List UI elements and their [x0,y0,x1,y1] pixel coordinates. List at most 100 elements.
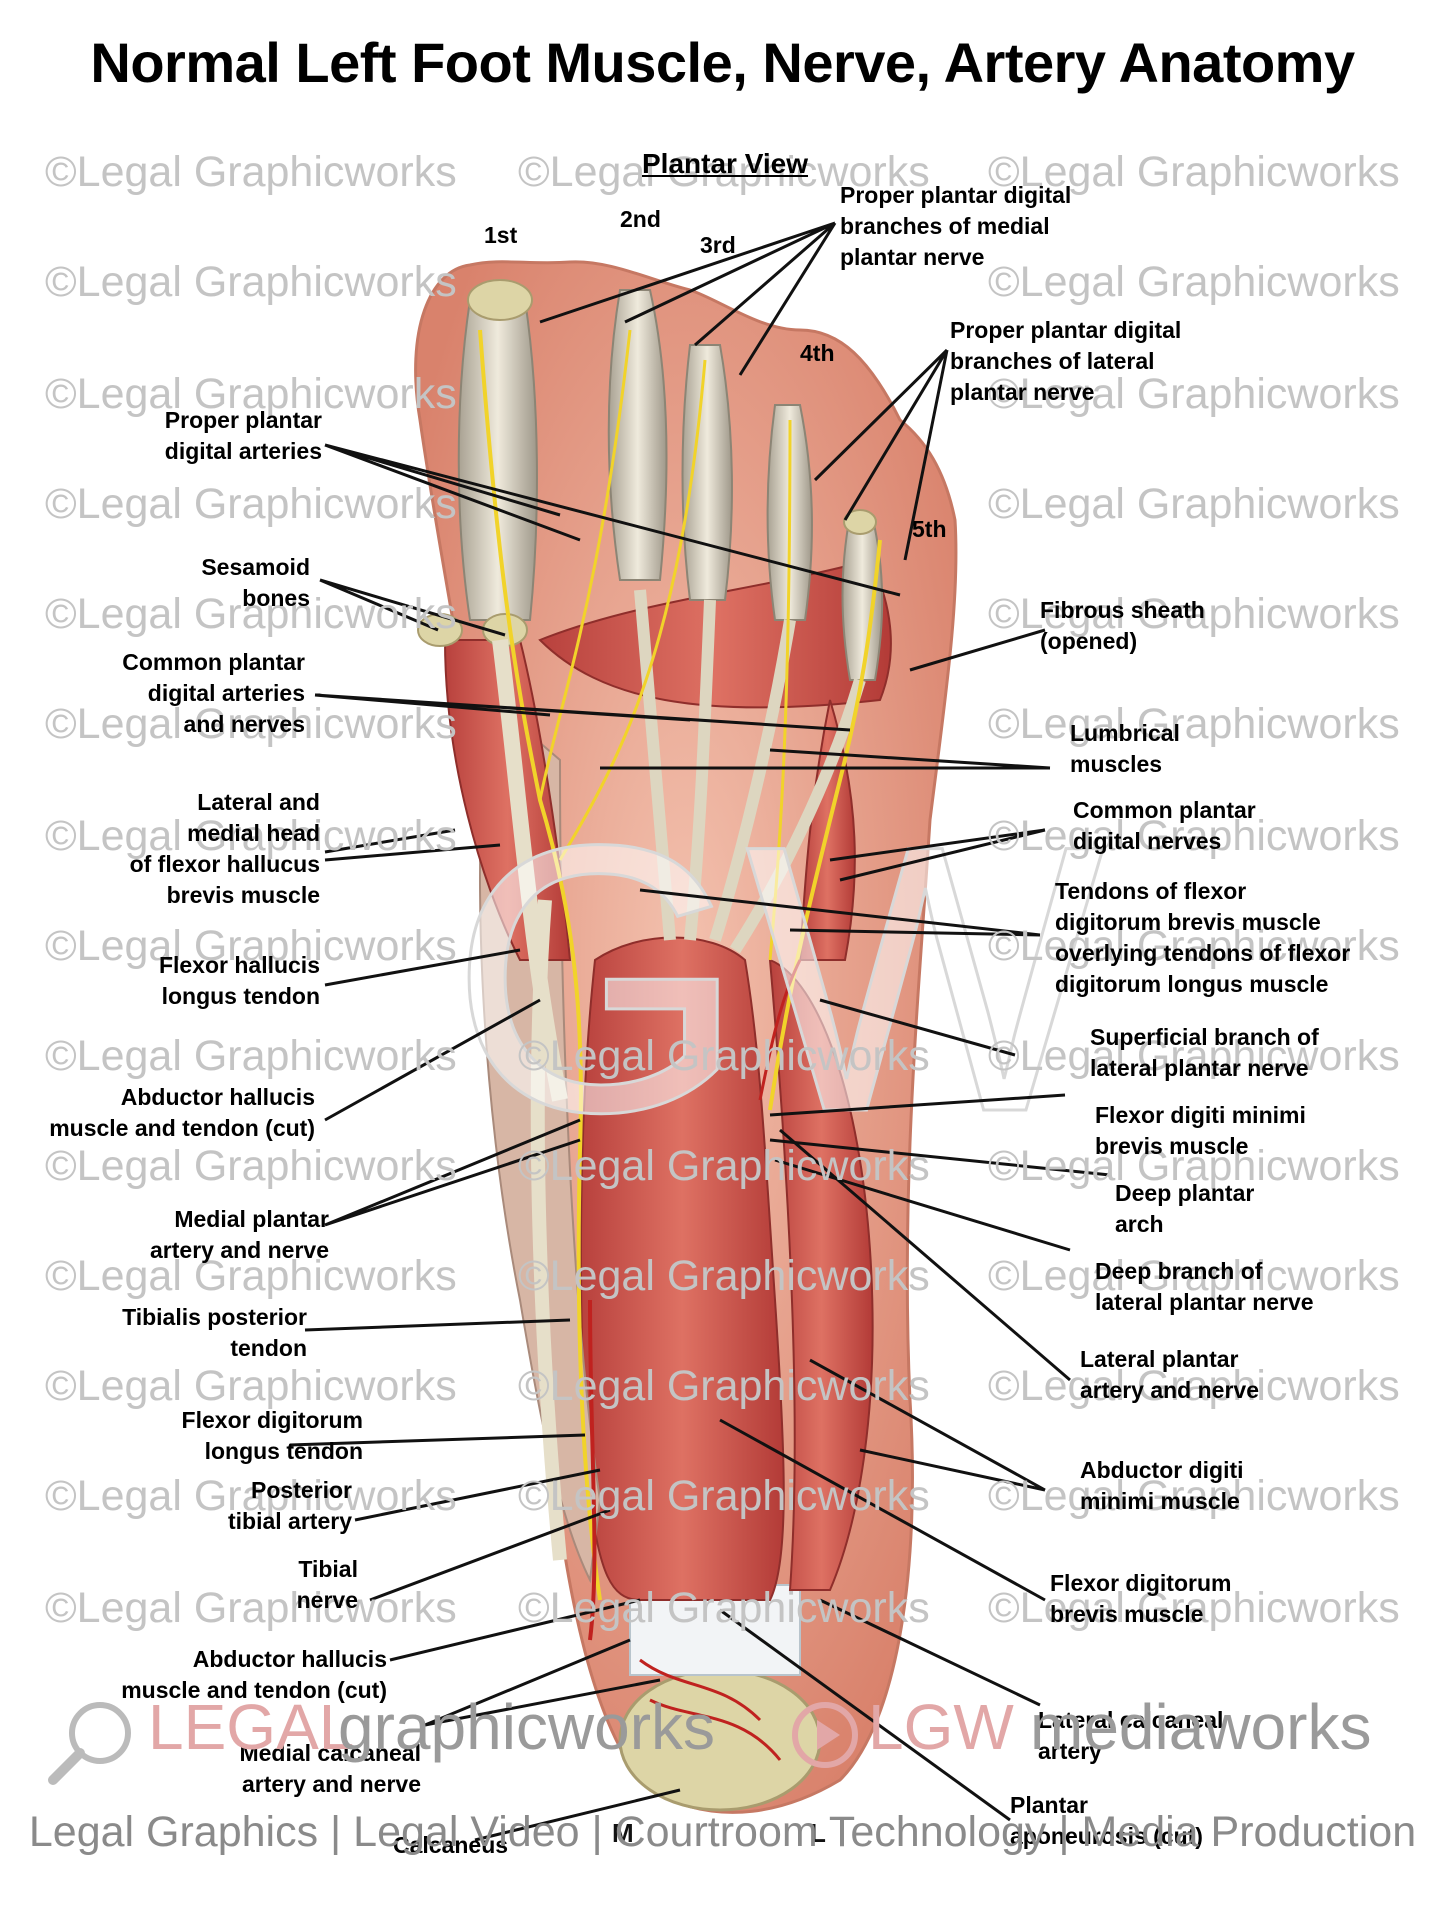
label-abductor-hallucis-upper: Abductor hallucis muscle and tendon (cut… [49,1084,315,1141]
label-fibrous-sheath: Fibrous sheath (opened) [1040,597,1205,654]
medial-marker: M [612,1818,634,1848]
label-flexor-hallucis-longus: Flexor hallucis longus tendon [158,952,320,1009]
label-flexor-digiti-minimi-brevis: Flexor digiti minimi brevis muscle [1095,1102,1306,1159]
logo-legal: LEGAL [148,1691,355,1763]
watermark: ©Legal Graphicworks [988,1032,1400,1080]
watermark: ©Legal Graphicworks [45,812,457,860]
logo-lgw: LGW [868,1691,1014,1763]
label-medial-plantar-artery-nerve: Medial plantar artery and nerve [150,1206,329,1263]
label-tendons-flexor-digitorum: Tendons of flexor digitorum brevis muscl… [1055,878,1351,997]
flexor-hallucis-brevis-muscle [443,639,572,961]
tibialis-posterior-tendon [530,899,567,1561]
label-tibial-nerve: Tibial nerve [296,1556,358,1613]
label-medial-calcaneal: Medial calcaneal artery and nerve [239,1740,421,1797]
label-proper-plantar-digital-medial: Proper plantar digital branches of media… [840,182,1072,270]
watermark: ©Legal Graphicworks [518,1142,930,1190]
watermark: ©Legal Graphicworks [988,1362,1400,1410]
watermark: ©Legal Graphicworks [988,1142,1400,1190]
watermark: ©Legal Graphicworks [988,148,1400,196]
toe-1 [457,279,538,621]
label-lateral-plantar-artery-nerve: Lateral plantar artery and nerve [1080,1346,1259,1403]
toe-3 [681,344,733,601]
toe-label-1st: 1st [484,222,518,248]
watermark: ©Legal Graphicworks [518,1584,930,1632]
label-tibialis-posterior-tendon: Tibialis posterior tendon [122,1304,307,1361]
nerve-branches [538,329,792,961]
label-deep-branch-lateral-plantar: Deep branch of lateral plantar nerve [1095,1258,1314,1315]
label-proper-plantar-digital-arteries: Proper plantar digital arteries [164,407,322,464]
label-plantar-aponeurosis: Plantar aponeurosis (cut) [1010,1792,1203,1849]
magnifier-icon [48,1702,131,1785]
label-lumbrical-muscles: Lumbrical muscles [1070,720,1180,777]
watermark: ©Legal Graphicworks [45,1032,457,1080]
artery-posterior-tibial [588,1299,597,1641]
label-flexor-hallucis-brevis: Lateral and medial head of flexor halluc… [129,789,320,908]
nerve-medial [478,329,602,1601]
watermark: ©Legal Graphicworks [45,1472,457,1520]
watermark: ©Legal Graphicworks [988,812,1400,860]
artery-calcaneal [639,1658,782,1761]
label-posterior-tibial-artery: Posterior tibial artery [228,1477,352,1534]
label-abductor-hallucis-lower: Abductor hallucis muscle and tendon (cut… [121,1646,387,1703]
watermark: ©Legal Graphicworks [45,1362,457,1410]
watermark: ©Legal Graphicworks [45,1252,457,1300]
label-proper-plantar-digital-lateral: Proper plantar digital branches of later… [950,317,1182,405]
watermark: ©Legal Graphicworks [988,922,1400,970]
watermark: ©Legal Graphicworks [518,1472,930,1520]
toe-label-5th: 5th [912,516,947,542]
logo-mediaworks: mediaworks [1030,1691,1372,1763]
label-flexor-digitorum-brevis: Flexor digitorum brevis muscle [1050,1570,1232,1627]
watermark: ©Legal Graphicworks [518,148,930,196]
watermark: ©Legal Graphicworks [45,922,457,970]
view-title: Plantar View [642,148,809,179]
toe-5 [841,509,884,681]
watermark: ©Legal Graphicworks [45,700,457,748]
watermark: ©Legal Graphicworks [45,258,457,306]
watermark: ©Legal Graphicworks [518,1362,930,1410]
flexor-hallucis-longus-tendon [492,639,568,1102]
label-calcaneus: Calcaneus [393,1832,509,1858]
watermark: ©Legal Graphicworks [45,1584,457,1632]
toe-label-2nd: 2nd [620,206,661,232]
watermark: ©Legal Graphicworks [988,480,1400,528]
watermark: ©Legal Graphicworks [988,590,1400,638]
watermark: ©Legal Graphicworks [45,480,457,528]
watermark: ©Legal Graphicworks [45,148,457,196]
label-superficial-branch: Superficial branch of lateral plantar ne… [1090,1024,1319,1081]
nerve-lateral [768,539,882,1111]
watermark: ©Legal Graphicworks [45,1142,457,1190]
watermark: ©Legal Graphicworks [988,258,1400,306]
toe-label-4th: 4th [800,340,835,366]
watermark: ©Legal Graphicworks [988,1472,1400,1520]
artery-lateral-plantar [758,959,802,1101]
page-title: Normal Left Foot Muscle, Nerve, Artery A… [90,31,1355,94]
label-deep-plantar-arch: Deep plantar arch [1115,1180,1255,1237]
toe-label-3rd: 3rd [700,232,736,258]
label-abductor-digiti-minimi: Abductor digiti minimi muscle [1080,1457,1244,1514]
flexor-digitorum-brevis-muscle [579,936,785,1601]
flexor-tendons-fan [634,589,866,954]
abductor-digiti-minimi-muscle [768,958,874,1591]
watermark: ©Legal Graphicworks [45,590,457,638]
footer-tagline: Legal Graphics | Legal Video | Courtroom… [28,1808,1417,1856]
label-lateral-calcaneal-artery: Lateral calcaneal artery [1038,1707,1224,1764]
label-common-plantar-digital-nerves: Common plantar digital nerves [1073,797,1256,854]
label-flexor-digitorum-longus: Flexor digitorum longus tendon [181,1407,363,1464]
watermark: ©Legal Graphicworks [518,1032,930,1080]
watermark: ©Legal Graphicworks [45,370,457,418]
label-common-plantar-digital-arteries: Common plantar digital arteries and nerv… [122,649,305,737]
watermark: ©Legal Graphicworks [988,1252,1400,1300]
toe-2 [607,289,668,581]
watermark: ©Legal Graphicworks [988,370,1400,418]
watermark: ©Legal Graphicworks [988,700,1400,748]
sesamoid-bone [417,613,463,647]
leader-lines [289,221,1111,1842]
watermark: ©Legal Graphicworks [988,1584,1400,1632]
play-icon [792,1702,858,1768]
label-sesamoid-bones: Sesamoid bones [201,554,310,611]
lateral-marker: L [810,1818,826,1848]
watermark: ©Legal Graphicworks [518,1252,930,1300]
logo-graphicworks: graphicworks [338,1691,716,1763]
